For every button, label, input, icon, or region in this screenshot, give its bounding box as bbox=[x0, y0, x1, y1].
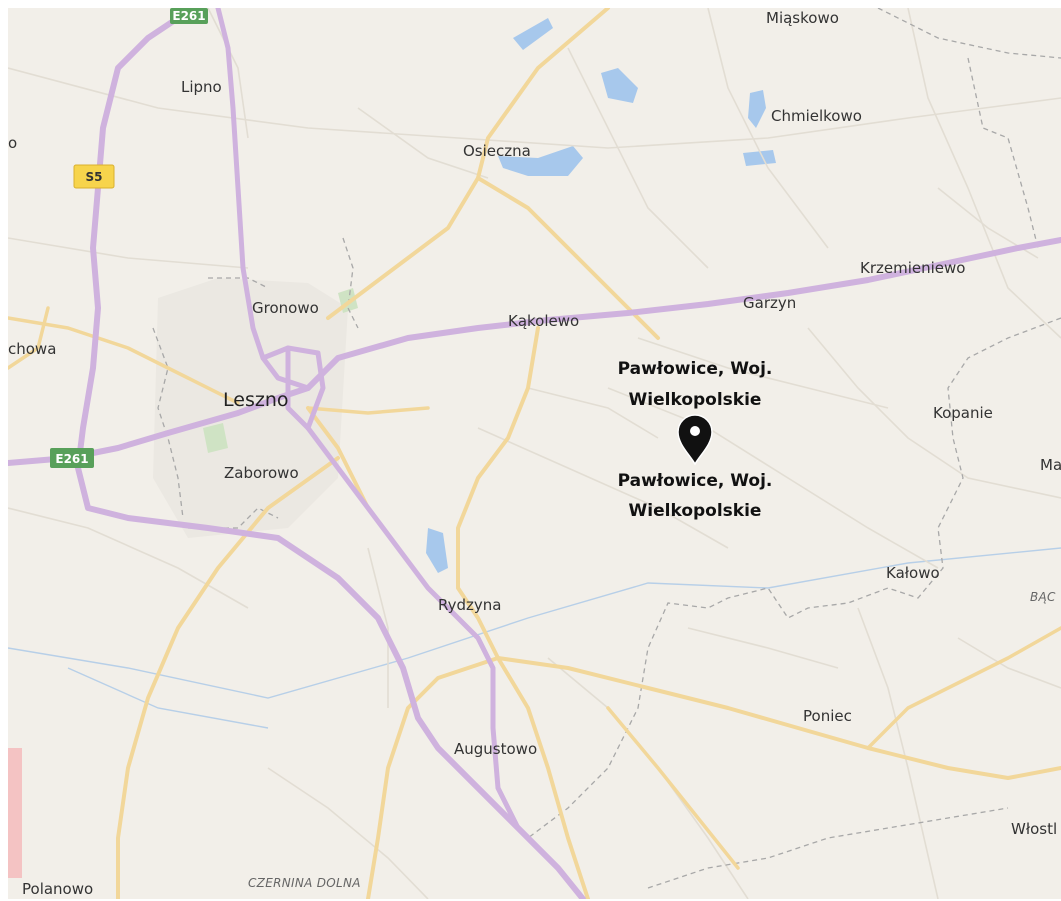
admin-borders bbox=[152, 8, 1061, 889]
s5-shield: S5 bbox=[73, 164, 115, 189]
label-o-edge: o bbox=[8, 134, 17, 152]
label-rydzyna: Rydzyna bbox=[438, 596, 501, 614]
label-bac-edge: BĄC bbox=[1030, 590, 1056, 604]
e261-shield-left: E261 bbox=[50, 448, 94, 468]
label-lipno: Lipno bbox=[181, 78, 222, 96]
label-zaborowo: Zaborowo bbox=[224, 464, 299, 482]
label-augustowo: Augustowo bbox=[454, 740, 537, 758]
label-osieczna: Osieczna bbox=[463, 142, 531, 160]
pin-label-top-line2: Wielkopolskie bbox=[629, 390, 762, 410]
svg-text:E261: E261 bbox=[55, 452, 88, 466]
minor-roads bbox=[8, 8, 1061, 899]
svg-text:E261: E261 bbox=[172, 9, 205, 23]
label-poniec: Poniec bbox=[803, 707, 852, 725]
map-svg[interactable]: E261 S5 E261 Lipno Osieczna Miąskowo Chm… bbox=[8, 8, 1061, 899]
label-chmielkowo: Chmielkowo bbox=[771, 107, 862, 125]
label-garzyn: Garzyn bbox=[743, 294, 796, 312]
label-gronowo: Gronowo bbox=[252, 299, 319, 317]
label-miaskowo: Miąskowo bbox=[766, 9, 839, 27]
park-area bbox=[203, 423, 228, 453]
svg-text:S5: S5 bbox=[86, 170, 103, 184]
label-chowa: chowa bbox=[8, 340, 56, 358]
label-ma-edge: Ma bbox=[1040, 456, 1061, 474]
place-labels: Lipno Osieczna Miąskowo Chmielkowo Grono… bbox=[8, 9, 1061, 898]
label-polanowo: Polanowo bbox=[22, 880, 93, 898]
label-kakolewo: Kąkolewo bbox=[508, 312, 579, 330]
location-pin[interactable]: Pawłowice, Woj. Wielkopolskie Pawłowice,… bbox=[618, 359, 773, 521]
rivers bbox=[8, 547, 1061, 729]
edge-artifact bbox=[8, 748, 22, 878]
motorways bbox=[8, 8, 1061, 899]
label-leszno: Leszno bbox=[223, 389, 288, 411]
pin-label-top-line1: Pawłowice, Woj. bbox=[618, 359, 773, 379]
pin-label-bottom-line1: Pawłowice, Woj. bbox=[618, 471, 773, 491]
water-bodies bbox=[426, 18, 776, 573]
label-kalowo: Kałowo bbox=[886, 564, 940, 582]
map-pin-icon[interactable] bbox=[677, 414, 713, 466]
main-roads bbox=[8, 8, 1061, 899]
label-czernina: CZERNINA DOLNA bbox=[248, 876, 361, 890]
label-kopanie: Kopanie bbox=[933, 404, 993, 422]
pin-label-bottom-line2: Wielkopolskie bbox=[629, 501, 762, 521]
label-krzemieniewo: Krzemieniewo bbox=[860, 259, 965, 277]
label-wlostl: Włostl bbox=[1011, 820, 1057, 838]
map-canvas[interactable]: E261 S5 E261 Lipno Osieczna Miąskowo Chm… bbox=[8, 8, 1061, 899]
e261-shield-top: E261 bbox=[170, 8, 208, 24]
